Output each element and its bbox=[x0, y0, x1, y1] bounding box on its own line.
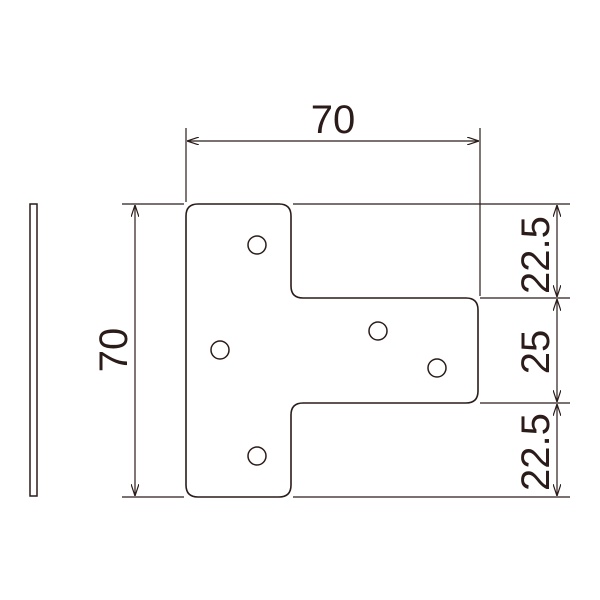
height-label: 70 bbox=[92, 328, 136, 373]
mounting-holes bbox=[210, 235, 447, 466]
plate-side-view bbox=[29, 203, 38, 497]
hole-top bbox=[247, 235, 267, 255]
right-top-label: 22.5 bbox=[514, 216, 558, 294]
hole-middle bbox=[368, 321, 388, 341]
t-plate-outline bbox=[185, 203, 479, 498]
width-label: 70 bbox=[311, 98, 356, 142]
height-dimension: 70 bbox=[92, 203, 184, 498]
width-dimension: 70 bbox=[185, 98, 481, 296]
hole-bottom bbox=[247, 446, 267, 466]
right-middle-label: 25 bbox=[514, 330, 558, 375]
hole-right bbox=[427, 358, 447, 378]
right-bottom-label: 22.5 bbox=[514, 413, 558, 491]
hole-left bbox=[210, 340, 230, 360]
right-dimensions: 22.5 25 22.5 bbox=[293, 203, 570, 498]
